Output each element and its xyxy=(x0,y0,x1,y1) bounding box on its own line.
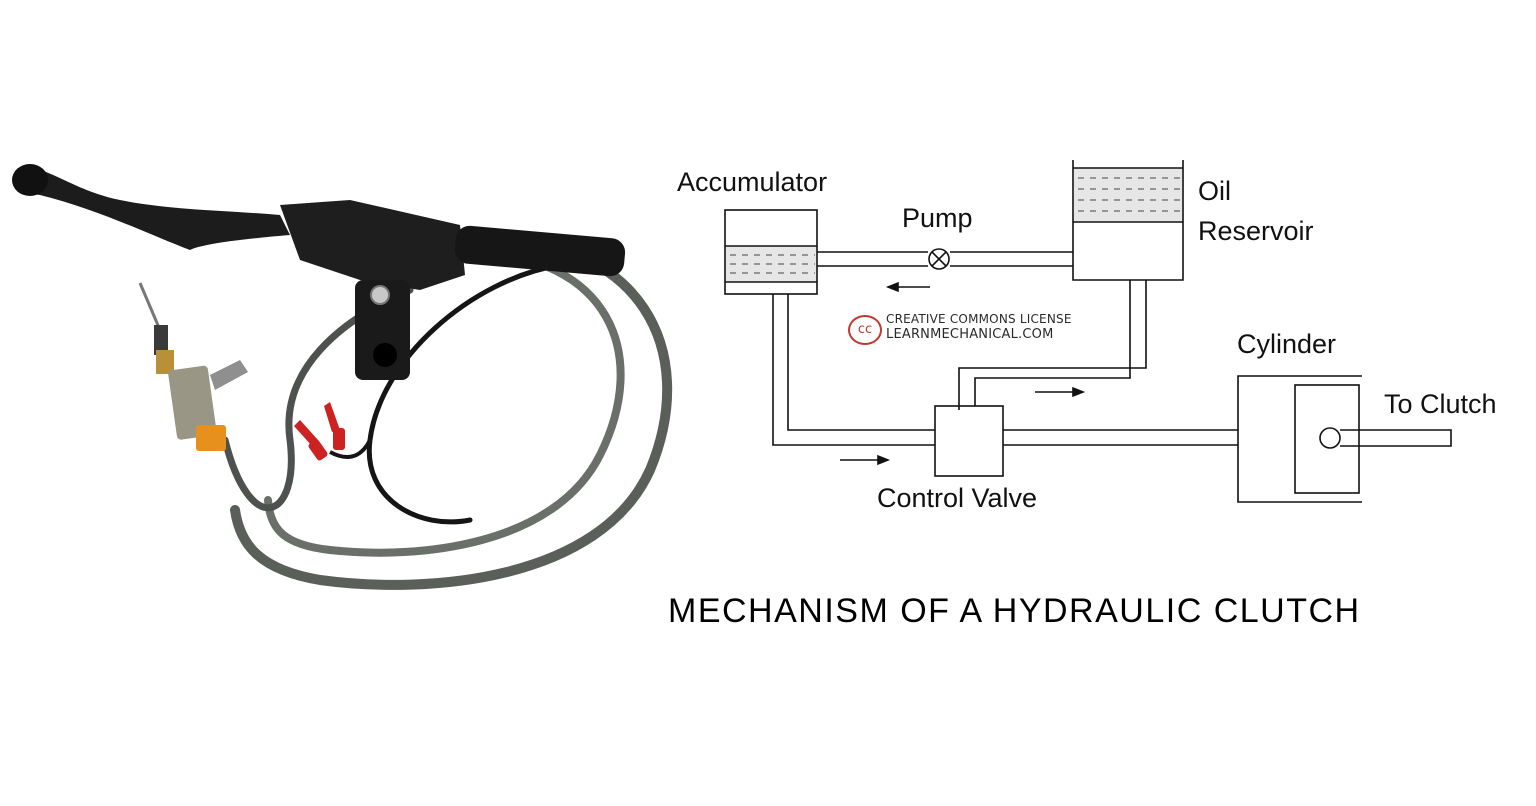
control-valve-label: Control Valve xyxy=(877,483,1038,513)
reservoir-label: Reservoir xyxy=(1198,216,1314,246)
clamp-bolt xyxy=(370,285,390,305)
accumulator-label: Accumulator xyxy=(677,167,828,197)
hydraulic-hose-inner xyxy=(264,248,625,557)
accumulator-fluid-dashes xyxy=(730,254,815,274)
watermark-line-1: CREATIVE COMMONS LICENSE xyxy=(886,312,1072,326)
hydraulic-schematic xyxy=(724,160,1452,503)
slave-pushrod xyxy=(138,282,162,331)
clutch-lever-photo xyxy=(12,164,673,590)
oil-reservoir-tank xyxy=(1072,160,1184,281)
reservoir-fluid-dashes xyxy=(1078,177,1180,212)
control-valve-box xyxy=(934,405,1004,477)
hose-boot xyxy=(454,225,626,277)
spade-terminal-1 xyxy=(294,420,328,461)
hydraulic-hose-outer xyxy=(230,234,673,590)
reservoir-to-valve-pipe-outer xyxy=(958,280,1147,410)
cylinder-piston xyxy=(1294,384,1360,494)
oil-label: Oil xyxy=(1198,176,1231,206)
piston-rod xyxy=(1340,429,1452,447)
reservoir-to-valve-pipe-inner xyxy=(974,280,1131,406)
lever-ball-end xyxy=(12,164,48,196)
oil-reservoir-fluid xyxy=(1074,168,1182,222)
to-clutch-label: To Clutch xyxy=(1384,389,1497,419)
pump-symbol xyxy=(928,248,950,270)
piston-pin xyxy=(1319,427,1341,449)
accumulator-to-valve-pipe-inner xyxy=(787,294,935,431)
banjo-fitting xyxy=(210,360,248,390)
slave-brass-fitting xyxy=(156,350,174,374)
switch-wire-lead-1 xyxy=(329,439,372,459)
switch-wire xyxy=(366,262,563,525)
clamp-bore xyxy=(373,343,397,367)
license-watermark: cc CREATIVE COMMONS LICENSE LEARNMECHANI… xyxy=(848,311,1071,351)
accumulator-to-valve-pipe-outer xyxy=(772,294,935,446)
cc-logo-icon: cc xyxy=(848,315,882,345)
slave-spring xyxy=(154,325,168,355)
cylinder-label: Cylinder xyxy=(1237,329,1337,359)
slave-cylinder-body xyxy=(168,365,217,440)
slave-orange-cap xyxy=(196,425,226,451)
master-cylinder-body xyxy=(280,200,465,290)
lever-blade xyxy=(16,167,290,250)
cylinder-housing xyxy=(1237,375,1362,503)
watermark-line-2: LEARNMECHANICAL.COM xyxy=(886,327,1054,342)
spade-terminal-2 xyxy=(324,402,345,450)
pump-label: Pump xyxy=(902,203,973,233)
figure-title: MECHANISM OF A HYDRAULIC CLUTCH xyxy=(668,592,1361,630)
hydraulic-hose-lower xyxy=(221,286,414,511)
